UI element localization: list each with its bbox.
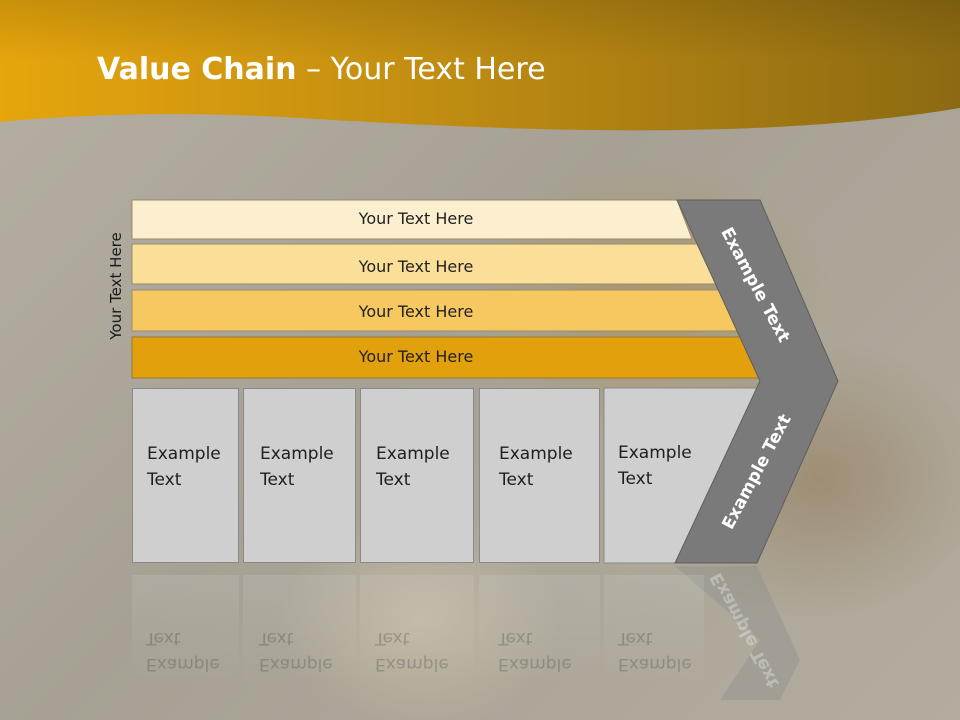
- box-5-text: Example Text: [618, 440, 692, 492]
- box-2-reflection: Example Text: [243, 575, 356, 685]
- box-3-reflection: Example Text: [360, 575, 474, 685]
- box-1-reflection: Example Text: [132, 575, 239, 685]
- box-4-reflection-line1: Example: [498, 654, 572, 674]
- chevron-reflection: [675, 566, 800, 700]
- box-5-reflection: Example Text: [604, 575, 704, 685]
- box-1-reflection-line1: Example: [146, 654, 220, 674]
- box-2-line1: Example: [260, 444, 334, 464]
- bar-label-1: Your Text Here: [358, 209, 474, 228]
- box-3: Example Text: [360, 388, 474, 563]
- box-1-reflection-line2: Text: [146, 628, 181, 648]
- box-3-reflection-line2: Text: [375, 628, 410, 648]
- box-4-reflection-line2: Text: [498, 628, 533, 648]
- title-bold: Value Chain: [97, 52, 297, 87]
- box-4: Example Text: [479, 388, 600, 563]
- box-2: Example Text: [243, 388, 356, 563]
- title-rest: – Your Text Here: [296, 52, 546, 87]
- bar-1: [131, 199, 693, 240]
- bar-label-4: Your Text Here: [358, 347, 474, 366]
- box-1-line1: Example: [147, 444, 221, 464]
- box-5-line1: Example: [618, 443, 692, 463]
- box-4-line2: Text: [499, 470, 534, 490]
- box-5-reflection-line2: Text: [618, 628, 653, 648]
- box-2-reflection-line2: Text: [259, 628, 294, 648]
- box-3-line1: Example: [376, 444, 450, 464]
- box-2-reflection-line1: Example: [259, 654, 333, 674]
- box-3-line2: Text: [376, 470, 411, 490]
- box-1: Example Text: [132, 388, 239, 563]
- bar-label-3: Your Text Here: [358, 302, 474, 321]
- page-title: Value Chain – Your Text Here: [97, 52, 546, 87]
- box-4-line1: Example: [499, 444, 573, 464]
- chevron-shape: [674, 199, 839, 564]
- box-3-reflection-line1: Example: [375, 654, 449, 674]
- box-5-reflection-line1: Example: [618, 654, 692, 674]
- box-4-reflection: Example Text: [479, 575, 600, 685]
- box-2-line2: Text: [260, 470, 295, 490]
- box-5-line2: Text: [618, 469, 653, 489]
- header-banner: [0, 0, 960, 131]
- bar-label-2: Your Text Here: [358, 257, 474, 276]
- box-1-line2: Text: [147, 470, 182, 490]
